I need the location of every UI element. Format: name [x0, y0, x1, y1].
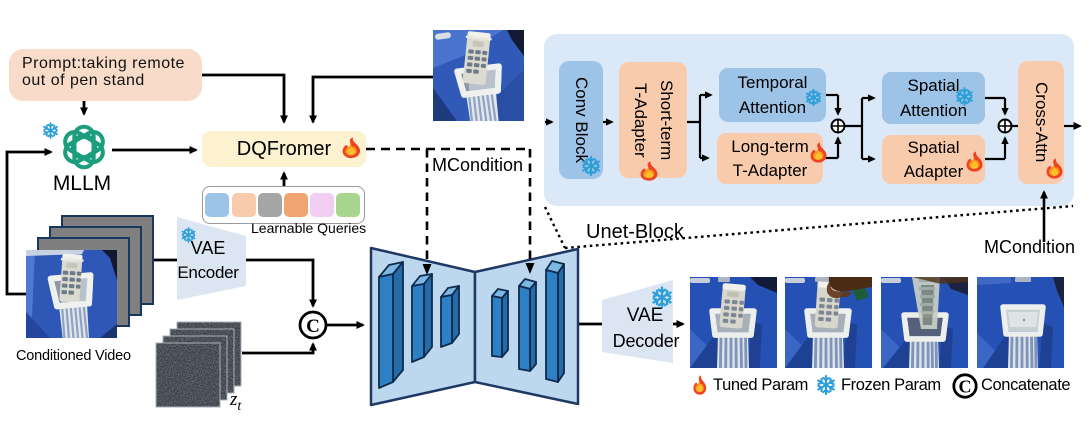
svg-text:C: C	[306, 316, 320, 337]
svg-text:C: C	[959, 377, 972, 397]
